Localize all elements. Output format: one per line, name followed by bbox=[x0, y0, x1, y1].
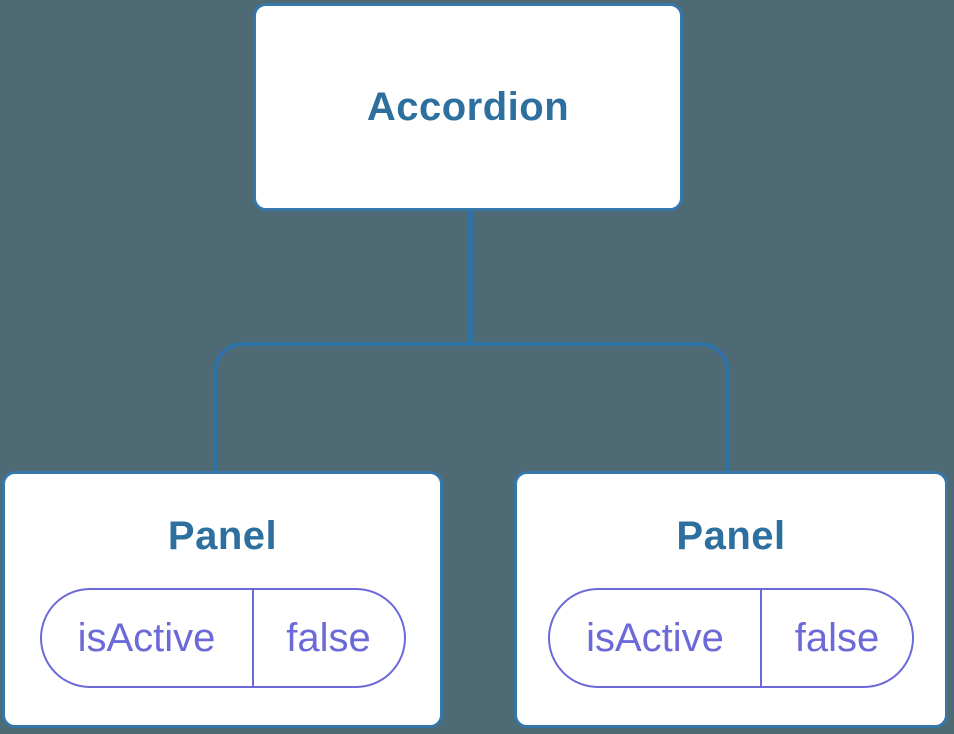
state-value: false bbox=[286, 615, 371, 660]
state-key: isActive bbox=[42, 590, 254, 686]
state-pill: isActive false bbox=[39, 588, 406, 688]
panel-node-label: Panel bbox=[167, 514, 278, 558]
state-pill: isActive false bbox=[548, 588, 914, 688]
panel-node-label: Panel bbox=[676, 514, 786, 558]
accordion-node: Accordion bbox=[253, 3, 683, 211]
accordion-node-label: Accordion bbox=[366, 85, 570, 129]
panel-node-left: Panel isActive false bbox=[2, 471, 443, 728]
state-value: false bbox=[794, 615, 880, 660]
panel-node-right: Panel isActive false bbox=[514, 471, 948, 728]
state-key: isActive bbox=[550, 590, 762, 686]
connector-bracket bbox=[213, 342, 730, 471]
connector-stem bbox=[468, 211, 473, 344]
